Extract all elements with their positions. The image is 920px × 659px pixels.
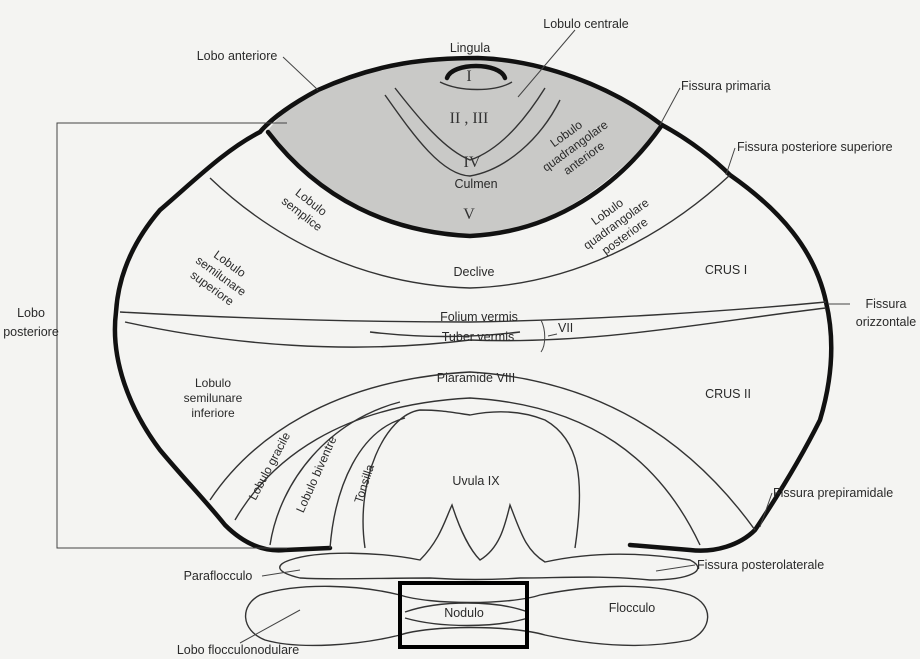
horizontal-fissure-upper [119, 301, 827, 323]
label-nodulo: Nodulo [444, 606, 484, 620]
label-culmen: Culmen [454, 177, 497, 191]
label-piaramide: Piaramide VIII [437, 371, 516, 385]
anterior-lobe-shading [268, 58, 662, 236]
leader-lobo-anteriore [282, 56, 319, 91]
lobo-posteriore-bracket [56, 122, 287, 549]
label-tuber-vermis: Tuber vermis [442, 330, 514, 344]
cerebellum-outline [112, 55, 834, 553]
roman-i: I [466, 68, 471, 85]
roman-v: V [463, 206, 475, 223]
horizontal-fissure-lower [124, 307, 827, 348]
label-lobulo-semilunare-inferiore-1: Lobulo [195, 376, 231, 390]
lingula-outline [444, 63, 508, 81]
label-lobo-anteriore: Lobo anteriore [197, 49, 278, 63]
leader-fissura-prepiramidale [759, 492, 773, 528]
label-fissura-prepiramidale: Fissura prepiramidale [773, 486, 893, 500]
label-vii: VII [558, 321, 573, 335]
leader-fissura-primaria [659, 87, 681, 126]
fissura-posteriore-superiore-line [209, 174, 731, 289]
label-fissura-posterolaterale: Fissura posterolaterale [697, 558, 824, 572]
roman-ii-iii: II , III [450, 110, 489, 127]
leader-paraflocculo [261, 569, 301, 577]
label-lobulo-semilunare-inferiore-3: inferiore [191, 406, 235, 420]
label-lingula: Lingula [450, 41, 490, 55]
label-fissura-orizzontale-1: Fissura [866, 297, 907, 311]
tonsilla-boundary [329, 417, 406, 549]
leader-fissura-post-sup [725, 147, 736, 176]
label-uvula: Uvula IX [452, 474, 500, 488]
piaramide-lower [234, 397, 701, 546]
label-crus-ii: CRUS II [705, 387, 751, 401]
label-folium-vermis: Folium vermis [440, 310, 518, 324]
label-crus-i: CRUS I [705, 263, 747, 277]
fissura-primaria-line [265, 122, 665, 239]
culmen-boundary [384, 94, 561, 177]
nodulo-curve-top [404, 602, 529, 613]
label-lobo-flocculonodulare: Lobo flocculonodulare [177, 643, 299, 657]
leader-lobo-flocculonodulare [239, 609, 301, 644]
paraflocculo-outline [279, 502, 699, 581]
nodulo-highlight-box [398, 581, 529, 649]
label-fissura-orizzontale-2: orizzontale [856, 315, 916, 329]
leader-fissura-posterolaterale [655, 564, 696, 572]
leader-lobulo-centrale [517, 29, 576, 98]
label-paraflocculo: Paraflocculo [184, 569, 253, 583]
label-flocculo: Flocculo [609, 601, 656, 615]
label-declive: Declive [454, 265, 495, 279]
flocculonodular-outline [244, 585, 709, 647]
fissura-prepiramidale-line [209, 371, 756, 531]
uvula-outline [362, 409, 581, 549]
lobulo-centrale-boundary [394, 87, 546, 161]
vii-bracket [540, 319, 546, 353]
biventre-boundary [269, 401, 401, 546]
folium-tuber-divider [369, 331, 521, 338]
label-lobulo-centrale: Lobulo centrale [543, 17, 629, 31]
label-lobo-posteriore-2: posteriore [3, 325, 59, 339]
lingula-inner [439, 81, 513, 91]
label-fissura-primaria: Fissura primaria [681, 79, 771, 93]
nodulo-curve-bottom [404, 617, 529, 627]
label-lobulo-semilunare-inferiore-2: semilunare [184, 391, 243, 405]
leader-vii [547, 333, 558, 337]
label-fissura-posteriore-superiore: Fissura posteriore superiore [737, 140, 893, 154]
label-lobo-posteriore-1: Lobo [17, 306, 45, 320]
roman-iv: IV [464, 154, 481, 171]
